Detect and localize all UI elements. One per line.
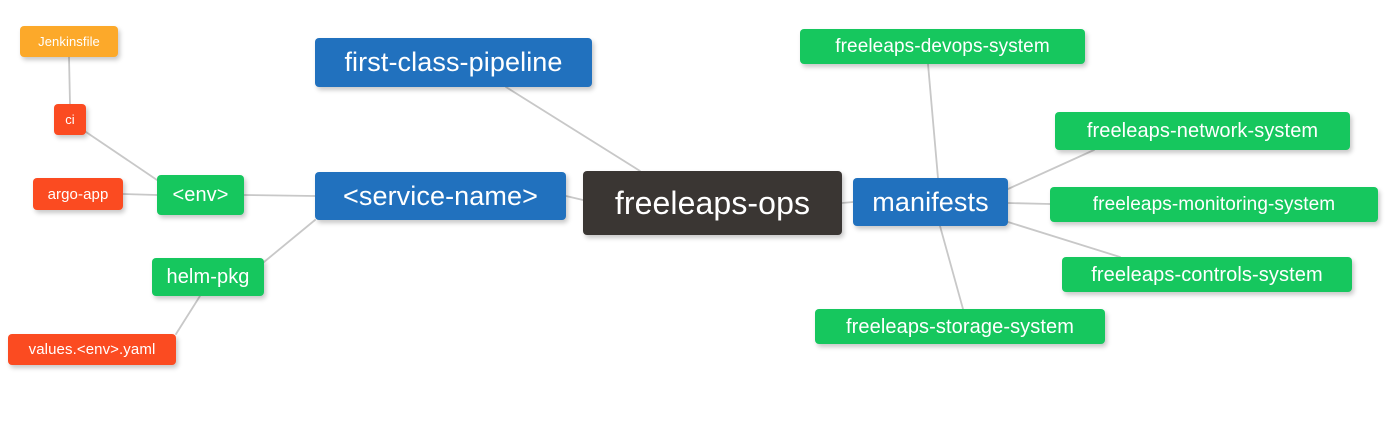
edge-freeleaps-ops-to-manifests xyxy=(841,201,854,204)
node-label: <service-name> xyxy=(343,180,538,211)
edge-manifests-to-freeleaps-monitoring-system xyxy=(1007,202,1051,205)
edge-manifests-to-freeleaps-storage-system xyxy=(939,225,964,310)
node-label: freeleaps-storage-system xyxy=(845,315,1075,338)
node-label: first-class-pipeline xyxy=(344,47,563,77)
edge-manifests-to-freeleaps-devops-system xyxy=(927,63,939,179)
edge-manifests-to-freeleaps-network-system xyxy=(1007,149,1095,190)
node-freeleaps-storage-system[interactable]: freeleaps-storage-system xyxy=(815,309,1105,344)
edge-jenkinsfile-to-ci xyxy=(68,56,71,105)
node-freeleaps-monitoring-system[interactable]: freeleaps-monitoring-system xyxy=(1050,187,1378,222)
node-label: <env> xyxy=(172,184,229,206)
node-freeleaps-controls-system[interactable]: freeleaps-controls-system xyxy=(1062,257,1352,292)
node-label: values.<env>.yaml xyxy=(28,341,156,358)
node-freeleaps-ops[interactable]: freeleaps-ops xyxy=(583,171,842,235)
edge-ci-to-env xyxy=(85,131,158,181)
node-label: ci xyxy=(65,112,75,127)
node-service-name[interactable]: <service-name> xyxy=(315,172,566,220)
node-argo-app[interactable]: argo-app xyxy=(33,178,123,210)
node-label: Jenkinsfile xyxy=(38,34,100,49)
edge-first-class-pipeline-to-freeleaps-ops xyxy=(505,86,641,172)
node-label: freeleaps-ops xyxy=(614,185,811,221)
node-first-class-pipeline[interactable]: first-class-pipeline xyxy=(315,38,592,87)
node-label: freeleaps-controls-system xyxy=(1091,263,1323,286)
node-values-yaml[interactable]: values.<env>.yaml xyxy=(8,334,176,365)
edge-env-to-service-name xyxy=(243,194,316,197)
edge-helm-pkg-to-values-yaml xyxy=(175,295,201,335)
node-helm-pkg[interactable]: helm-pkg xyxy=(152,258,264,296)
node-ci[interactable]: ci xyxy=(54,104,86,135)
edge-argo-app-to-env xyxy=(122,193,158,196)
node-label: manifests xyxy=(872,186,989,217)
node-env[interactable]: <env> xyxy=(157,175,244,215)
edge-service-name-to-helm-pkg xyxy=(263,219,316,263)
node-freeleaps-network-system[interactable]: freeleaps-network-system xyxy=(1055,112,1350,150)
node-label: freeleaps-network-system xyxy=(1086,120,1319,142)
node-label: freeleaps-devops-system xyxy=(835,36,1050,57)
node-label: argo-app xyxy=(47,185,109,203)
edge-service-name-to-freeleaps-ops xyxy=(565,195,584,201)
node-label: helm-pkg xyxy=(166,266,250,288)
edge-manifests-to-freeleaps-controls-system xyxy=(1007,221,1121,258)
node-label: freeleaps-monitoring-system xyxy=(1092,194,1336,215)
node-manifests[interactable]: manifests xyxy=(853,178,1008,226)
node-freeleaps-devops-system[interactable]: freeleaps-devops-system xyxy=(800,29,1085,64)
node-jenkinsfile[interactable]: Jenkinsfile xyxy=(20,26,118,57)
